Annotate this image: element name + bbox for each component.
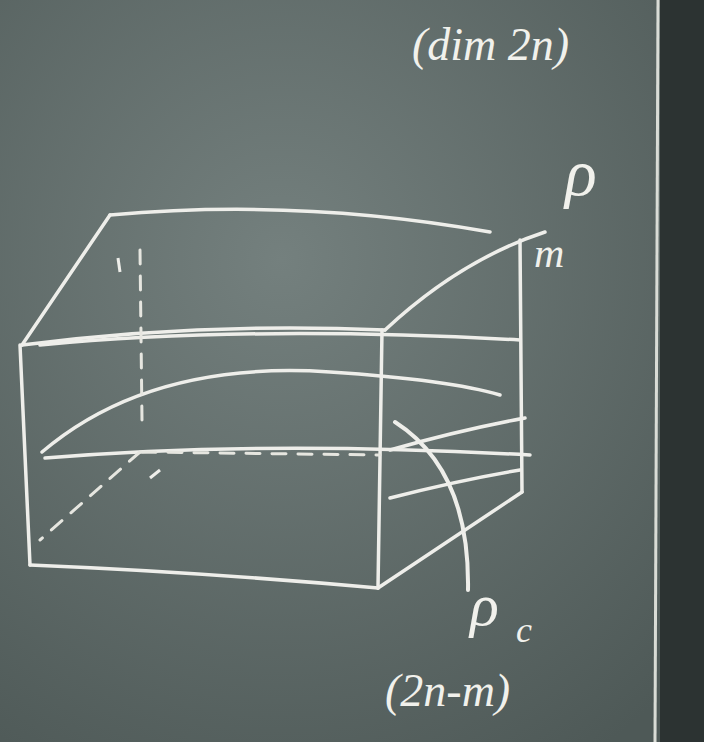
- foliated-box: [20, 209, 545, 590]
- chalk-mark: [118, 258, 160, 478]
- leaf-symbol: ρ: [470, 575, 499, 635]
- leaf-subscript: c: [516, 612, 532, 648]
- board-rule: [655, 0, 658, 742]
- hidden-edge: [40, 250, 380, 540]
- dimension-label: (dim 2n): [412, 22, 569, 68]
- board-edge: [660, 0, 704, 742]
- foliation-symbol: ρ: [565, 140, 597, 206]
- manifold-label: m: [534, 232, 564, 274]
- codimension-label: (2n-m): [385, 668, 510, 714]
